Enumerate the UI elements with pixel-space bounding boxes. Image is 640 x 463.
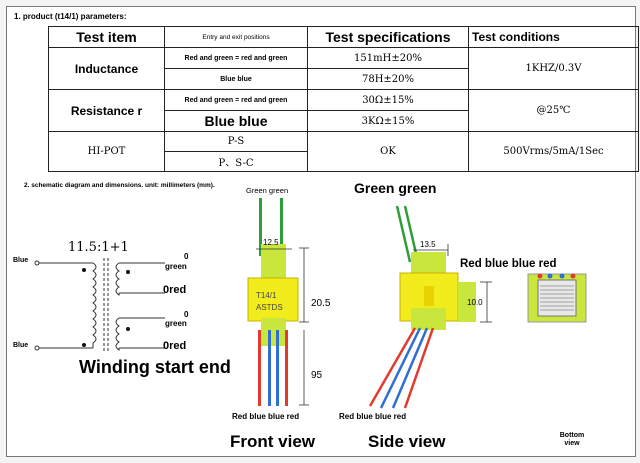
parameters-table: Test item Entry and exit positions Test …: [48, 26, 639, 172]
secondary-winding-1: [115, 262, 120, 296]
section1-title: 1. product (t14/1) parameters:: [14, 12, 127, 21]
terminal-dot: [34, 260, 40, 266]
schematic-right-label-3: 0red: [163, 284, 187, 296]
turns-ratio: 11.5:1+1: [68, 240, 129, 255]
side-core-top: [411, 252, 446, 276]
schematic-left-bottom-label: Blue: [13, 342, 29, 349]
side-height-dim: 10.0: [467, 298, 483, 307]
schematic-right-label-4: 0: [184, 310, 189, 319]
bottom-view-drawing: [527, 273, 587, 323]
schematic-right-label-2: green: [165, 262, 187, 271]
winding-caption: Winding start end: [79, 357, 231, 377]
table-row: HI-POT P-S OK 500Vrms/5mA/1Sec: [48, 131, 639, 172]
table-row: P、S-C: [49, 151, 639, 172]
side-view-drawing: [368, 205, 492, 409]
front-view-caption: Front view: [230, 432, 316, 451]
side-top-label: Green green: [354, 180, 437, 196]
terminal-dot: [34, 345, 40, 351]
front-core-bottom: [261, 318, 286, 346]
schematic-right-label-1: 0: [184, 252, 189, 261]
schematic-right-label-5: green: [165, 319, 187, 328]
hipot-pos-2: P、S-C: [164, 151, 308, 172]
side-bottom-label: Red blue blue red: [339, 412, 407, 421]
hipot-spec: OK: [307, 131, 469, 172]
schematic-left-top-label: Blue: [13, 257, 29, 264]
section2-title: 2. schematic diagram and dimensions. uni…: [24, 182, 215, 189]
secondary-winding-2: [115, 317, 120, 351]
side-core-bottom: [411, 308, 446, 330]
front-top-label: Green green: [246, 186, 289, 195]
schematic-right-label-6: 0red: [163, 340, 187, 352]
winding-start-dots: [82, 268, 130, 347]
hipot-condition: 500Vrms/5mA/1Sec: [468, 131, 639, 172]
bottom-top-label: Red blue blue red: [460, 258, 557, 270]
front-width-dim: 12.5: [263, 238, 279, 247]
inductance-condition: 1KHZ/0.3V: [468, 47, 639, 90]
front-marking-1: T14/1: [256, 291, 277, 300]
side-view-caption: Side view: [368, 432, 446, 451]
bottom-view-caption: Bottom view: [559, 432, 585, 447]
schematic-diagram: [37, 258, 165, 352]
front-lead-dim: 95: [311, 370, 323, 381]
side-width-dim: 13.5: [420, 240, 436, 249]
primary-winding: [92, 262, 97, 348]
front-marking-2: ASTDS: [256, 303, 283, 312]
hipot-label: HI-POT: [48, 131, 165, 172]
front-view-drawing: [247, 198, 309, 406]
front-bottom-label: Red blue blue red: [232, 412, 300, 421]
table-row: Blue blue 78H±20%: [49, 68, 639, 90]
front-height-dim: 20.5: [311, 298, 331, 309]
front-bobbin: [247, 277, 299, 322]
